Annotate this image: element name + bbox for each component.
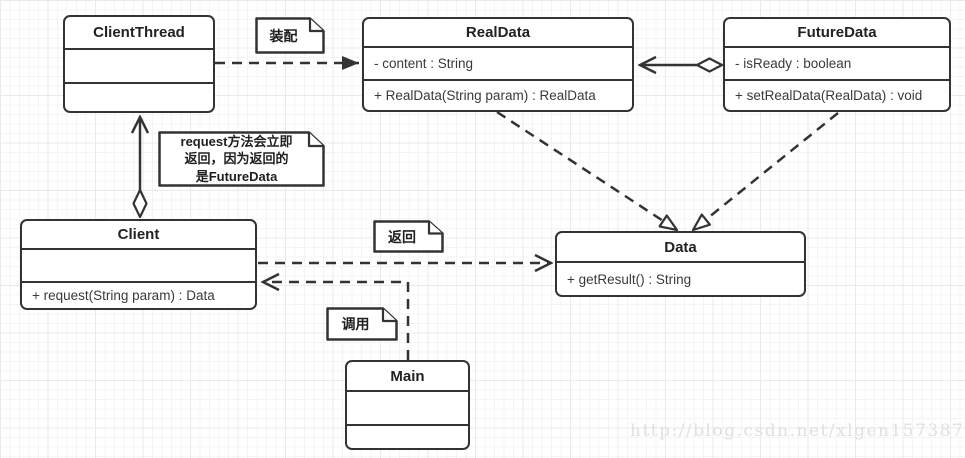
attributes-compartment bbox=[22, 250, 255, 283]
note-shape bbox=[326, 307, 398, 341]
realization-futuredata-to-data[interactable] bbox=[691, 112, 839, 232]
note-shape bbox=[158, 131, 325, 187]
class-futuredata[interactable]: FutureData - isReady : boolean + setReal… bbox=[723, 17, 951, 112]
methods-compartment: + request(String param) : Data bbox=[32, 288, 215, 303]
note-label: 调用 bbox=[341, 316, 370, 332]
note-shape bbox=[255, 17, 325, 54]
methods-compartment bbox=[65, 84, 213, 111]
note-request-explanation[interactable]: request方法会立即 返回，因为返回的 是FutureData bbox=[158, 131, 325, 187]
note-fold-icon bbox=[308, 18, 324, 33]
note-fold-icon bbox=[381, 308, 397, 323]
methods-compartment bbox=[347, 426, 468, 448]
class-title: Client bbox=[22, 221, 255, 250]
note-return[interactable]: 返回 bbox=[373, 220, 444, 253]
class-title: ClientThread bbox=[65, 17, 213, 50]
aggregation-diamond-client bbox=[132, 188, 148, 219]
class-realdata[interactable]: RealData - content : String + RealData(S… bbox=[362, 17, 634, 112]
attributes-compartment bbox=[65, 50, 213, 84]
note-label: 返回 bbox=[388, 228, 416, 245]
class-clientthread[interactable]: ClientThread bbox=[63, 15, 215, 113]
note-label: request方法会立即 返回，因为返回的 是FutureData bbox=[180, 133, 293, 184]
dependency-main-to-client[interactable] bbox=[263, 282, 410, 360]
aggregation-diamond-futuredata bbox=[695, 57, 724, 73]
class-title: RealData bbox=[364, 19, 632, 48]
attributes-compartment: - isReady : boolean bbox=[725, 48, 949, 81]
attributes-compartment: - content : String bbox=[364, 48, 632, 81]
attributes-compartment bbox=[347, 392, 468, 426]
realization-realdata-to-data[interactable] bbox=[496, 110, 679, 232]
note-fold-icon bbox=[427, 221, 443, 235]
watermark-url: http://blog.csdn.net/xlgen157387 bbox=[630, 421, 965, 441]
note-shape bbox=[373, 220, 444, 253]
methods-compartment: + RealData(String param) : RealData bbox=[374, 88, 596, 103]
note-label: 装配 bbox=[269, 27, 298, 44]
class-title: FutureData bbox=[725, 19, 949, 48]
class-data[interactable]: Data + getResult() : String bbox=[555, 231, 806, 297]
note-fold-icon bbox=[307, 132, 324, 148]
class-title: Main bbox=[347, 362, 468, 392]
class-title: Data bbox=[557, 233, 804, 263]
class-client[interactable]: Client + request(String param) : Data bbox=[20, 219, 257, 310]
note-call[interactable]: 调用 bbox=[326, 307, 398, 341]
methods-compartment: + getResult() : String bbox=[567, 271, 692, 287]
note-assemble[interactable]: 装配 bbox=[255, 17, 325, 54]
class-main[interactable]: Main bbox=[345, 360, 470, 450]
methods-compartment: + setRealData(RealData) : void bbox=[735, 88, 923, 103]
